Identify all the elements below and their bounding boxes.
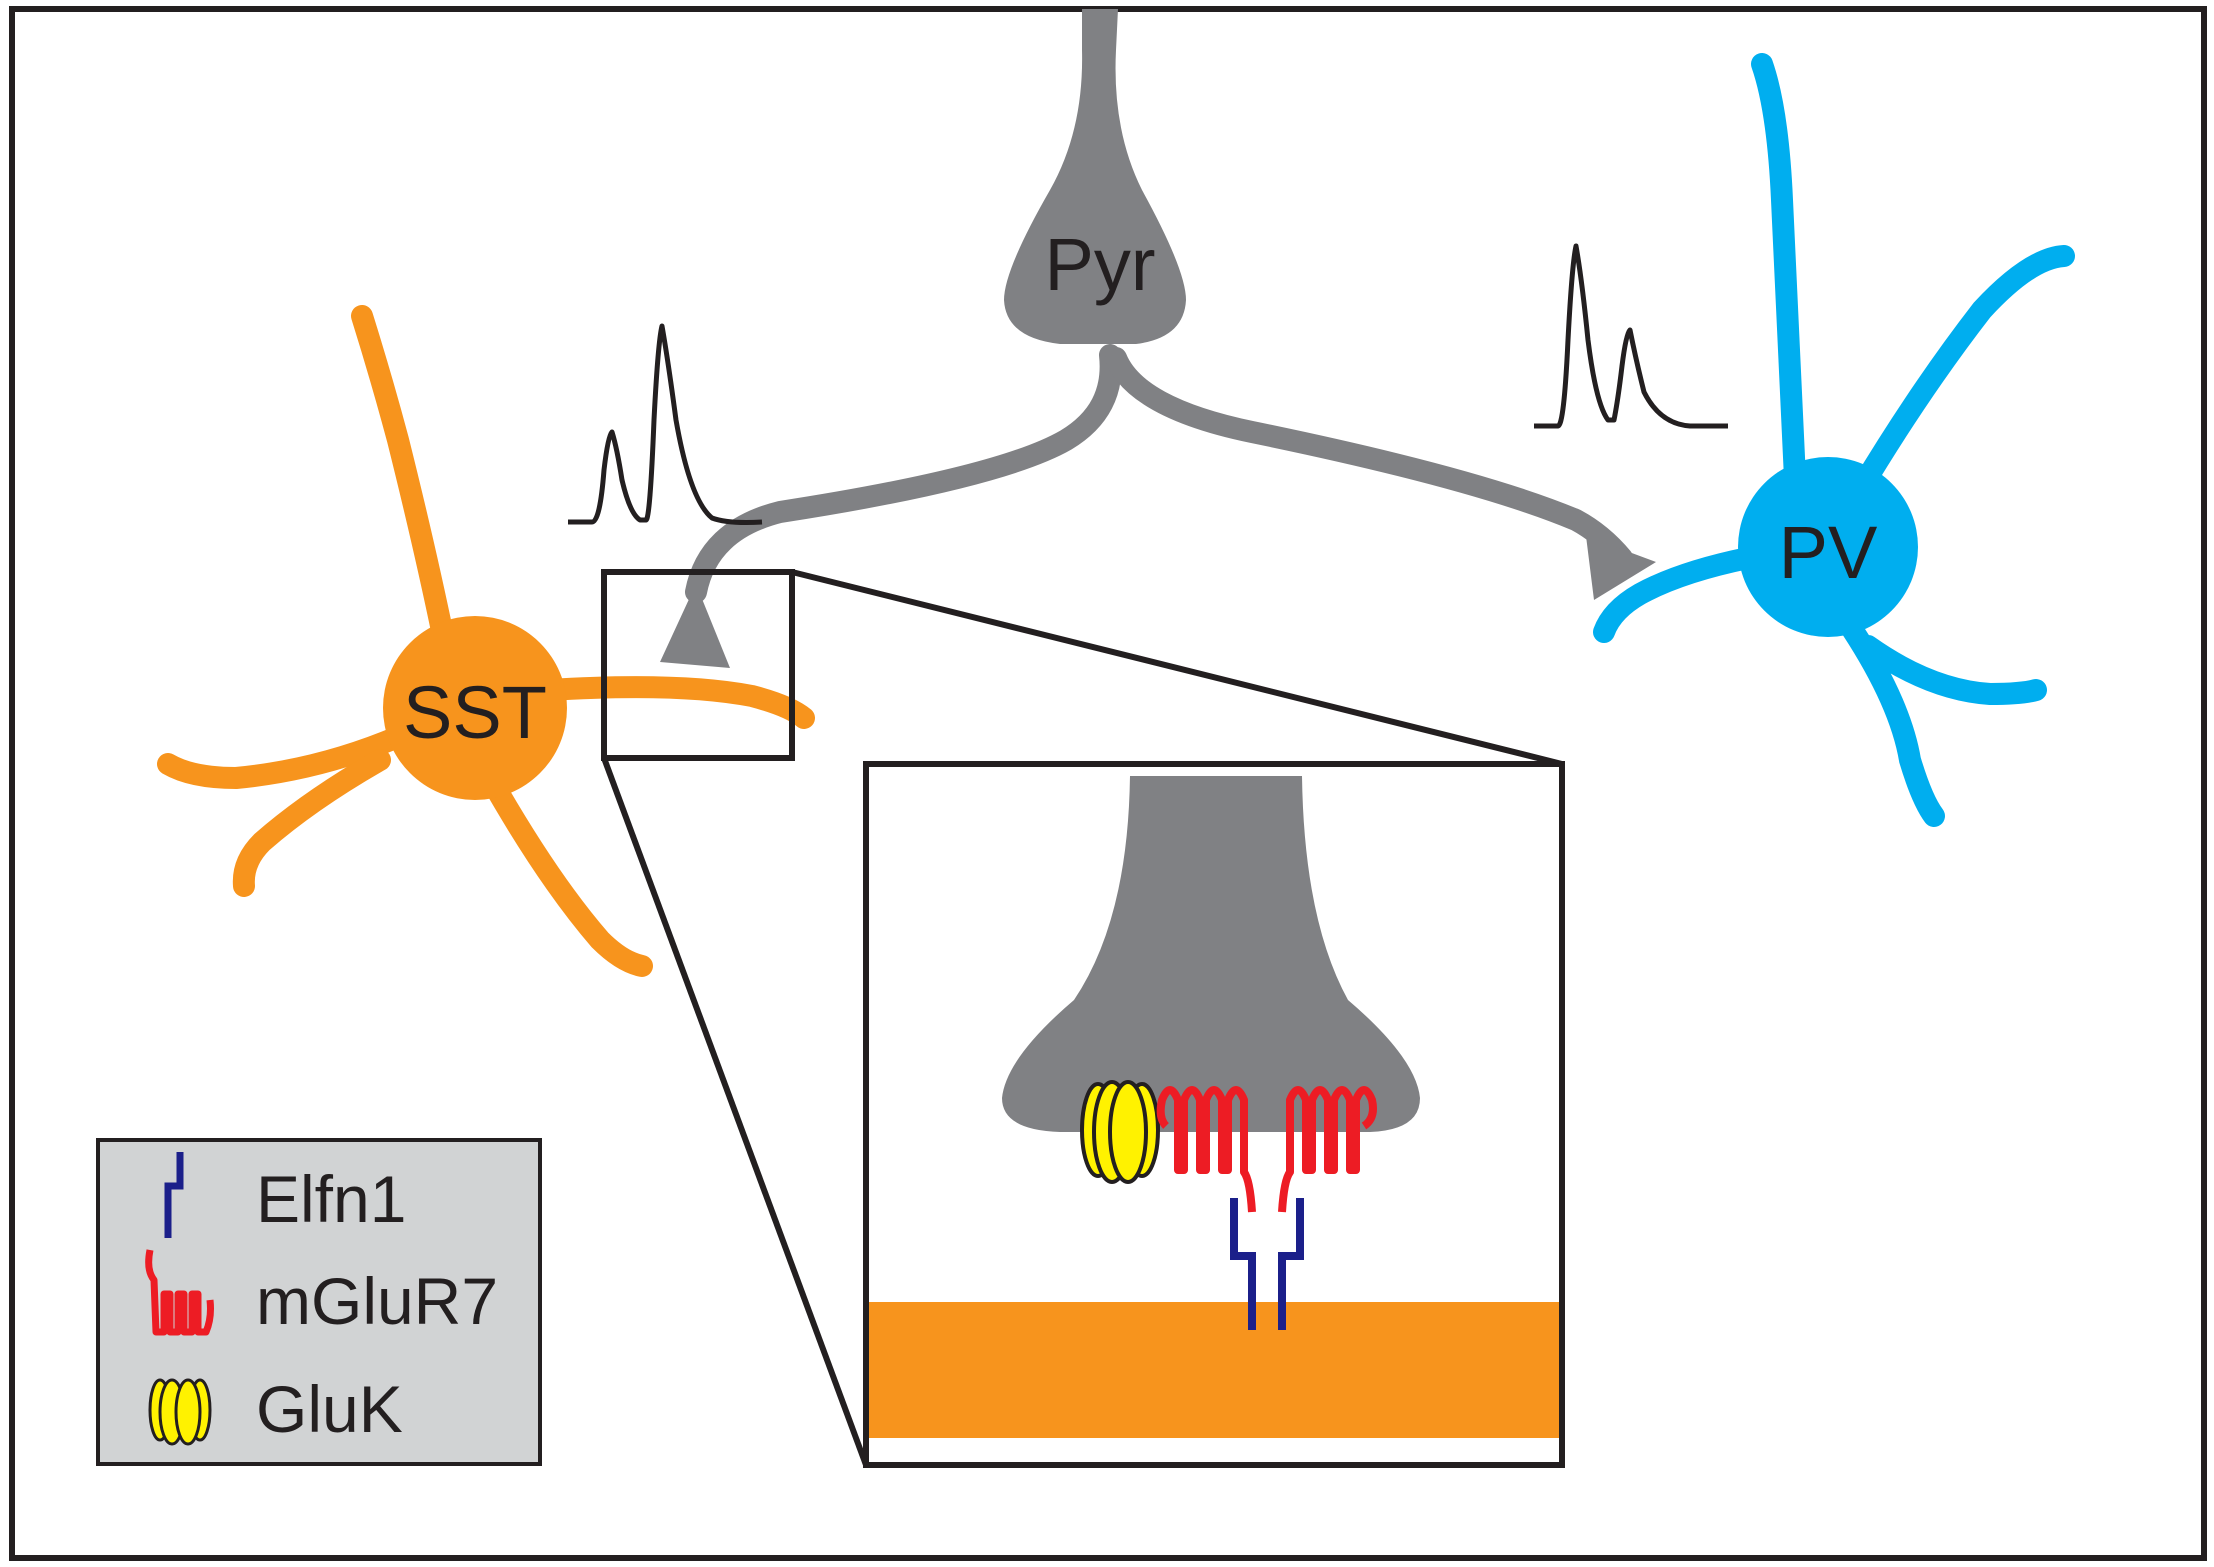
mglur7-receptor-right [1278, 1086, 1377, 1213]
gluk-receptor [1080, 1080, 1160, 1184]
epsp-trace-pv [1534, 243, 1728, 429]
inset-frame [863, 761, 1565, 1468]
sst-dendrite-upper [351, 305, 459, 671]
legend-item-elfn1: Elfn1 [164, 1152, 406, 1238]
pv-dendrite-lower-branch [1857, 635, 2047, 706]
sst-soma [383, 616, 567, 800]
elfn1-right [1278, 1198, 1304, 1330]
zoom-line-top [791, 569, 1563, 767]
zoom-selection-box [601, 569, 795, 761]
legend-label-gluk: GluK [256, 1372, 403, 1446]
mglur7-icon [145, 1249, 214, 1336]
synapse-inset [863, 761, 1565, 1468]
epsp-trace-sst [568, 323, 763, 525]
pyr-axon-to-pv [1105, 347, 1633, 569]
elfn1-icon [164, 1152, 184, 1238]
legend-label-mglur7: mGluR7 [256, 1264, 498, 1338]
legend: Elfn1 mGluR7 GluK [96, 1138, 542, 1466]
postsynaptic-sst-membrane [869, 1302, 1559, 1438]
presynaptic-terminal [1002, 776, 1420, 1132]
elfn1-left [1230, 1198, 1256, 1330]
zoom-line-bottom [601, 756, 869, 1467]
legend-label-elfn1: Elfn1 [256, 1162, 406, 1236]
legend-item-mglur7: mGluR7 [145, 1249, 498, 1338]
pyr-axon-to-sst [685, 344, 1122, 603]
pv-dendrite-top [1751, 53, 1807, 511]
mglur7-receptor-left [1156, 1086, 1256, 1213]
pyr-label: Pyr [1045, 223, 1156, 306]
pyr-terminal-on-pv [1586, 536, 1656, 600]
sst-dendrite-left-branch [232, 749, 391, 897]
sst-label: SST [403, 671, 547, 754]
zoom-callout [601, 569, 1563, 1467]
sst-dendrite-left [157, 725, 411, 790]
pv-label: PV [1779, 511, 1878, 594]
legend-item-gluk: GluK [148, 1372, 403, 1446]
pv-soma [1738, 457, 1918, 637]
pyr-terminal-on-sst [660, 584, 730, 668]
pyramidal-neuron: Pyr [660, 9, 1656, 668]
pyr-apical-dendrite [1004, 9, 1186, 344]
sst-dendrite-lower [479, 767, 653, 977]
pv-neuron: PV [1593, 53, 2075, 827]
pv-dendrite-left [1593, 547, 1759, 643]
pv-dendrite-right [1849, 245, 2075, 501]
gluk-icon [148, 1378, 212, 1446]
